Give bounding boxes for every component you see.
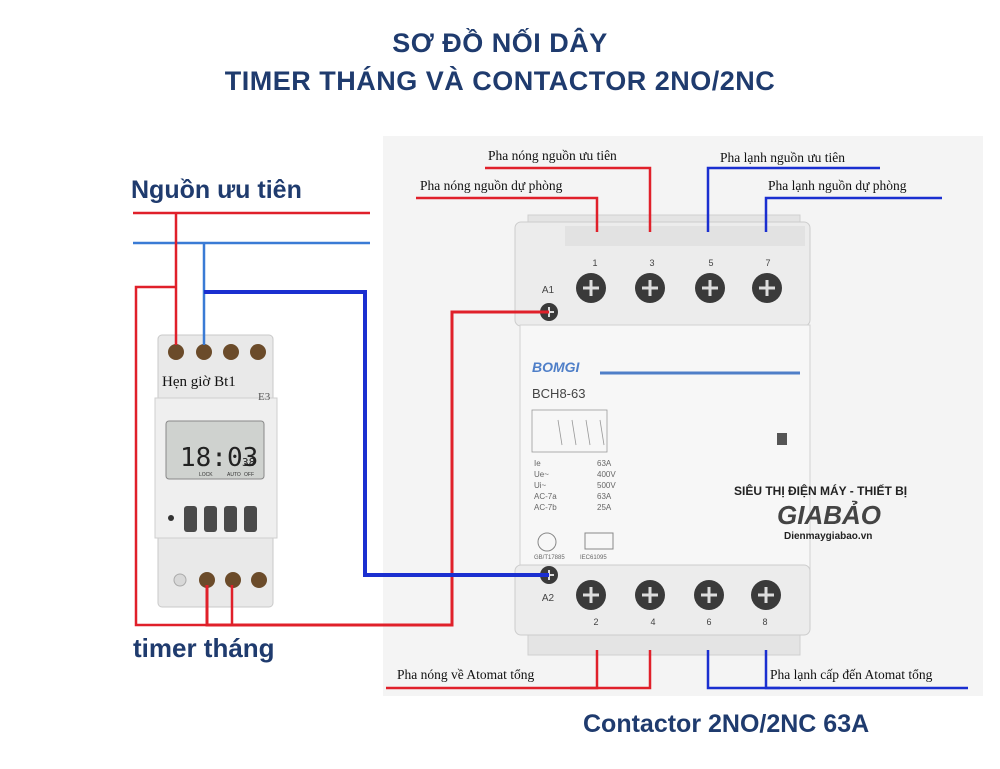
timer-bottom-screws xyxy=(173,572,267,588)
spec-key: Ue~ xyxy=(534,470,549,479)
wire-hot-out-2 xyxy=(570,650,652,690)
terminal-2: 2 xyxy=(593,617,598,627)
terminal-5: 5 xyxy=(708,258,713,268)
spec-value: 500V xyxy=(597,481,616,490)
diagram-title-line1: SƠ ĐỒ NỐI DÂY xyxy=(392,28,608,58)
source-to-a2-wire xyxy=(204,290,549,577)
watermark-logo: GIABẢO xyxy=(777,500,881,530)
diagram-title-line2: TIMER THÁNG VÀ CONTACTOR 2NO/2NC xyxy=(224,66,776,96)
terminal-8: 8 xyxy=(762,617,767,627)
wire-cold-out-2 xyxy=(764,650,968,690)
contactor-specs: Ie Ue~ Ui~ AC-7a AC-7b 63A 400V 500V 63A… xyxy=(534,459,616,561)
contactor-model: BCH8-63 xyxy=(532,386,585,401)
timer-label: timer tháng xyxy=(133,633,275,663)
cold-priority-label: Pha lạnh nguồn ưu tiên xyxy=(720,150,846,165)
timer-auto-label: AUTO xyxy=(227,472,241,478)
terminal-6: 6 xyxy=(706,617,711,627)
hot-priority-label: Pha nóng nguồn ưu tiên xyxy=(488,148,617,163)
standard: IEC61095 xyxy=(580,555,607,561)
contactor-brand: BOMGI xyxy=(532,359,581,375)
wire-cold-backup xyxy=(764,196,942,232)
priority-source-label: Nguồn ưu tiên xyxy=(131,176,302,204)
cold-to-breaker-label: Pha lạnh cấp đến Atomat tổng xyxy=(770,667,933,682)
contactor-bottom-screws xyxy=(540,566,781,610)
spec-value: 25A xyxy=(597,503,612,512)
timer-output-loop xyxy=(134,285,234,627)
timer-device: 18:03 38 LOCK AUTO OFF E3 Hẹn giờ Bt1 xyxy=(154,334,278,608)
spec-value: 400V xyxy=(597,470,616,479)
timer-buttons xyxy=(168,506,257,532)
timer-device-label: Hẹn giờ Bt1 xyxy=(162,374,236,390)
contactor-label: Contactor 2NO/2NC 63A xyxy=(583,710,870,738)
terminal-7: 7 xyxy=(765,258,770,268)
wire-cold-priority xyxy=(706,166,880,232)
timer-lock-label: LOCK xyxy=(199,472,213,478)
spec-key: Ie xyxy=(534,459,541,468)
terminal-a2: A2 xyxy=(542,593,555,604)
spec-key: AC-7b xyxy=(534,503,557,512)
timer-display-seconds: 38 xyxy=(242,456,255,469)
contactor-top-screws xyxy=(540,273,782,321)
timer-top-screws xyxy=(168,344,266,360)
wire-hot-priority xyxy=(485,166,652,232)
timer-side-text: E3 xyxy=(258,391,271,403)
hot-backup-label: Pha nóng nguồn dự phòng xyxy=(420,178,563,193)
contactor-device: 1 3 5 7 2 4 6 8 A1 A2 BOMGI BCH8-63 Ie U… xyxy=(514,214,811,656)
watermark-site: Dienmaygiabao.vn xyxy=(784,531,873,542)
spec-key: Ui~ xyxy=(534,481,547,490)
cold-backup-label: Pha lạnh nguồn dự phòng xyxy=(768,178,907,193)
timer-display-time: 18:03 xyxy=(180,443,258,473)
terminal-3: 3 xyxy=(649,258,654,268)
terminal-4: 4 xyxy=(650,617,655,627)
spec-key: AC-7a xyxy=(534,492,557,501)
spec-value: 63A xyxy=(597,459,612,468)
timer-off-label: OFF xyxy=(244,472,254,478)
terminal-a1: A1 xyxy=(542,285,555,296)
timer-to-a1-wire xyxy=(205,310,549,627)
standard: GB/T17885 xyxy=(534,555,565,561)
watermark-tagline: SIÊU THỊ ĐIỆN MÁY - THIẾT BỊ xyxy=(734,484,908,498)
spec-value: 63A xyxy=(597,492,612,501)
hot-to-breaker-label: Pha nóng về Atomat tổng xyxy=(397,667,535,682)
wire-cold-out-1 xyxy=(706,650,780,690)
wire-hot-backup xyxy=(416,196,599,232)
terminal-1: 1 xyxy=(592,258,597,268)
